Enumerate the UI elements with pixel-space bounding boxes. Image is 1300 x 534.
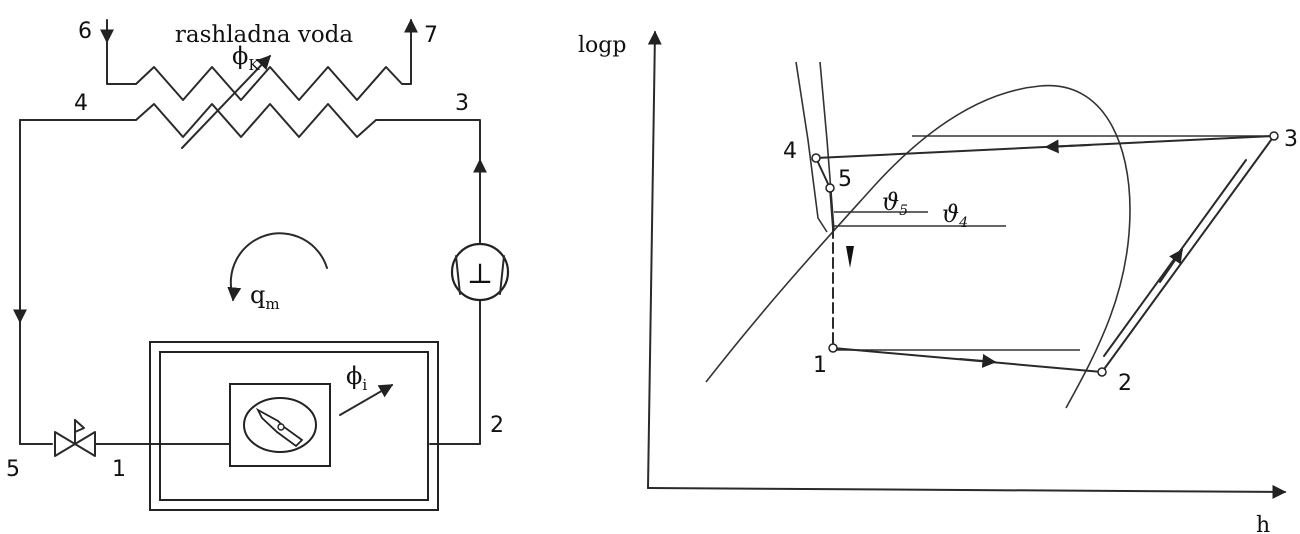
evaporator-heat-arrow bbox=[339, 384, 394, 416]
point-label-5: 5 bbox=[838, 167, 852, 192]
y-axis bbox=[647, 30, 662, 489]
process-5-1 bbox=[829, 187, 834, 229]
point-label-2: 2 bbox=[1118, 371, 1132, 396]
process-2-3-arrow bbox=[1159, 248, 1183, 283]
x-axis-label: h bbox=[1256, 513, 1270, 534]
evaporator-fan-housing bbox=[243, 397, 317, 453]
condenser-heat-arrow bbox=[181, 54, 271, 149]
process-3-4-arrow bbox=[1044, 139, 1091, 154]
state-point-4 bbox=[811, 153, 821, 163]
isotherm-line-outer bbox=[795, 61, 828, 233]
cold-room-inner-wall bbox=[159, 351, 429, 501]
process-1-2-arrow bbox=[959, 353, 997, 368]
y-axis-label: logp bbox=[578, 33, 626, 58]
throttling-arrow-icon bbox=[846, 246, 854, 268]
point-label-3: 3 bbox=[1284, 127, 1298, 152]
circulation-arrow-icon bbox=[227, 286, 242, 302]
node-label-5: 5 bbox=[6, 457, 20, 482]
state-point-3 bbox=[1269, 131, 1279, 141]
compressor: ⊥ bbox=[450, 242, 510, 302]
cooling-water-label: rashladna voda bbox=[175, 22, 354, 48]
cold-room-outer-wall bbox=[149, 341, 439, 511]
process-2-3 bbox=[1101, 135, 1275, 373]
temp4-label: ϑ4 bbox=[942, 200, 968, 231]
temp5-label: ϑ5 bbox=[882, 188, 908, 219]
node-label-2: 2 bbox=[490, 413, 504, 438]
node-label-7: 7 bbox=[424, 23, 438, 48]
condenser-coil bbox=[19, 103, 481, 247]
state-point-2 bbox=[1097, 367, 1107, 377]
mass-flow-symbol: qm bbox=[250, 281, 280, 313]
node-label-6: 6 bbox=[78, 19, 92, 44]
process-4-5 bbox=[815, 157, 831, 189]
evaporator bbox=[229, 383, 331, 467]
refrigeration-schematic: ⊥ rashladna voda ϕK ϕi qm 6 7 4 3 2 5 1 bbox=[6, 18, 510, 511]
node-label-4: 4 bbox=[74, 91, 88, 116]
condenser-heat-symbol: ϕK bbox=[232, 42, 260, 74]
state-point-1 bbox=[828, 343, 838, 353]
state-point-5 bbox=[825, 183, 835, 193]
saturation-dome bbox=[705, 84, 1131, 409]
x-axis bbox=[647, 484, 1287, 499]
node-label-1: 1 bbox=[112, 457, 126, 482]
logp-h-diagram: logp h 1 2 bbox=[578, 30, 1298, 534]
compressor-symbol: ⊥ bbox=[467, 257, 493, 290]
node-label-3: 3 bbox=[455, 91, 469, 116]
circulation-arc bbox=[229, 232, 328, 298]
evaporator-heat-symbol: ϕi bbox=[346, 362, 367, 394]
expansion-valve bbox=[54, 419, 96, 457]
point-label-1: 1 bbox=[813, 353, 827, 378]
point-label-4: 4 bbox=[783, 139, 797, 164]
